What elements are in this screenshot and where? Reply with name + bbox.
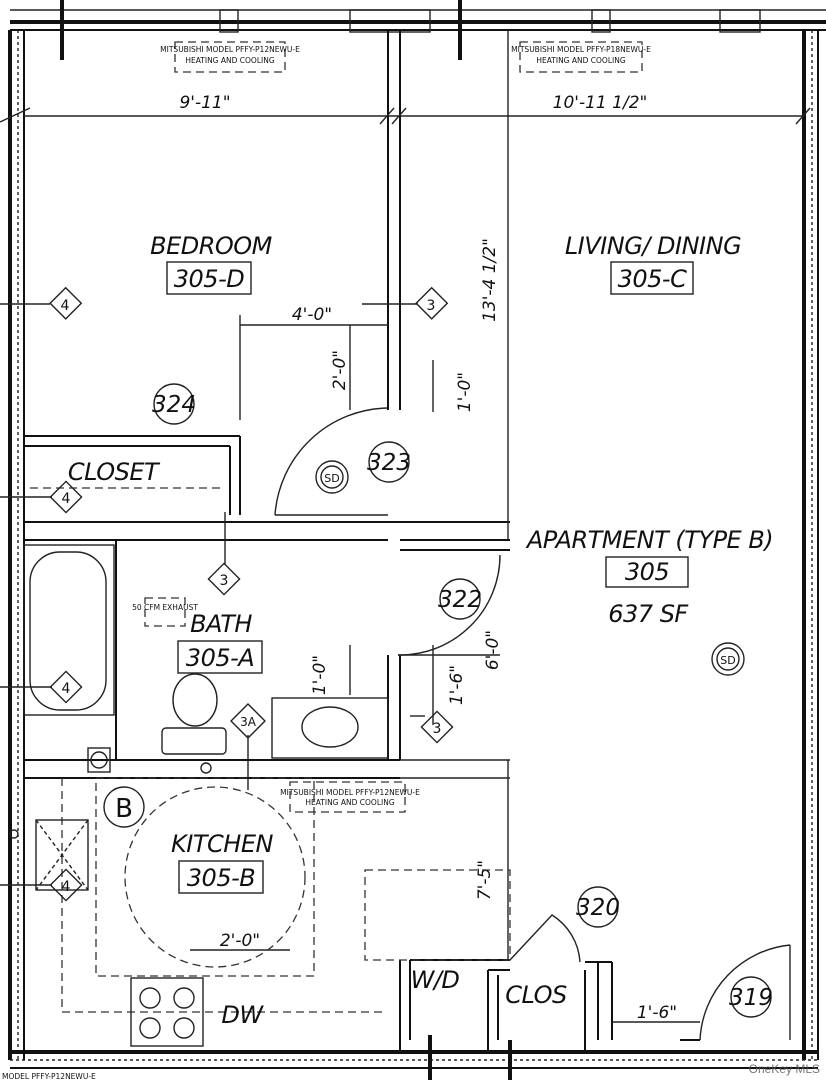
wall-type-marker-4: 4 [61, 298, 70, 314]
dim-hall-1ft: 1'-0" [455, 372, 475, 412]
dim-top-right: 10'-11 1/2" [553, 93, 648, 113]
door-tag-320: 320 [576, 895, 620, 921]
dim-kitchen-2ft: 2'-0" [220, 931, 260, 951]
door-tag-322: 322 [438, 587, 482, 613]
bedroom-code: 305-D [174, 265, 244, 293]
dim-bed-4ft: 4'-0" [292, 305, 332, 325]
wall-type-marker-3: 3 [427, 298, 436, 314]
heat-unit-kitchen-sub: HEATING AND COOLING [305, 798, 394, 807]
dim-entry-1ft6: 1'-6" [637, 1003, 677, 1023]
wall-type-marker-3: 3 [220, 573, 229, 589]
dw-label: DW [221, 1001, 264, 1029]
wall-type-marker-3: 3 [433, 721, 442, 737]
dim-bed-2ft: 2'-0" [330, 350, 350, 390]
bath-label: BATH [190, 610, 252, 638]
dim-bath-1ft: 1'-0" [310, 655, 330, 695]
living-label: LIVING/ DINING [565, 232, 741, 260]
clos-label: CLOS [505, 981, 567, 1009]
interior-walls [24, 30, 700, 1052]
bedroom-label: BEDROOM [150, 232, 273, 260]
heat-unit-right-label: MITSUBISHI MODEL PFFY-P18NEWU-E [511, 45, 651, 54]
closet-label: CLOSET [68, 458, 161, 486]
door-tag-324: 324 [152, 392, 196, 418]
exhaust-label: 50 CFM EXHAUST [132, 603, 198, 612]
bath-code: 305-A [186, 644, 254, 672]
door-tag-323: 323 [367, 450, 411, 476]
door-tag-319: 319 [729, 985, 773, 1011]
dim-hall-6ft: 6'-0" [483, 630, 503, 670]
wall-type-marker-4: 4 [62, 681, 71, 697]
apartment-code: 305 [625, 558, 669, 586]
dimension-lines: 9'-11" 10'-11 1/2" 4'-0" 2'-0" 1'-0" 13'… [0, 93, 811, 1023]
dim-top-left: 9'-11" [179, 93, 230, 113]
smoke-detector-icon: SD [720, 654, 735, 667]
exterior-walls [8, 0, 826, 1080]
smoke-detector-icon: SD [324, 472, 339, 485]
dim-bath-1ft6: 1'-6" [447, 665, 467, 705]
dim-kitchen-7ft: 7'-5" [475, 860, 495, 900]
kitchen-label: KITCHEN [171, 830, 273, 858]
section-marker-b: B [115, 794, 133, 824]
kitchen-code: 305-B [187, 864, 255, 892]
dim-living-height: 13'-4 1/2" [480, 238, 500, 322]
heat-unit-left-label: MITSUBISHI MODEL PFFY-P12NEWU-E [160, 45, 300, 54]
heat-unit-right-sub: HEATING AND COOLING [536, 56, 625, 65]
watermark: OneKey MLS [748, 1062, 820, 1076]
door-tags: 324 323 322 320 319 [152, 383, 773, 1018]
living-code: 305-C [618, 265, 687, 293]
fixtures: 50 CFM EXHAUST [9, 487, 511, 1047]
wall-type-marker-3a: 3A [240, 715, 257, 729]
doors [274, 407, 791, 1041]
wd-label: W/D [411, 966, 460, 994]
heat-unit-kitchen-label: MITSUBISHI MODEL PFFY-P12NEWU-E [280, 788, 420, 797]
bottom-cut-label: MODEL PFFY-P12NEWU-E [2, 1072, 96, 1080]
wall-type-marker-4: 4 [62, 491, 71, 507]
room-labels: BEDROOM 305-D LIVING/ DINING 305-C CLOSE… [68, 232, 774, 1029]
wall-type-markers: 4 3 4 3 4 3A 3 4 B [0, 286, 454, 902]
wall-type-marker-4: 4 [62, 879, 71, 895]
apartment-label: APARTMENT (TYPE B) [525, 526, 773, 554]
apartment-area: 637 SF [608, 600, 689, 628]
heat-unit-left-sub: HEATING AND COOLING [185, 56, 274, 65]
smoke-detectors: SD SD [315, 460, 745, 676]
heating-units: MITSUBISHI MODEL PFFY-P12NEWU-E HEATING … [2, 41, 651, 1080]
